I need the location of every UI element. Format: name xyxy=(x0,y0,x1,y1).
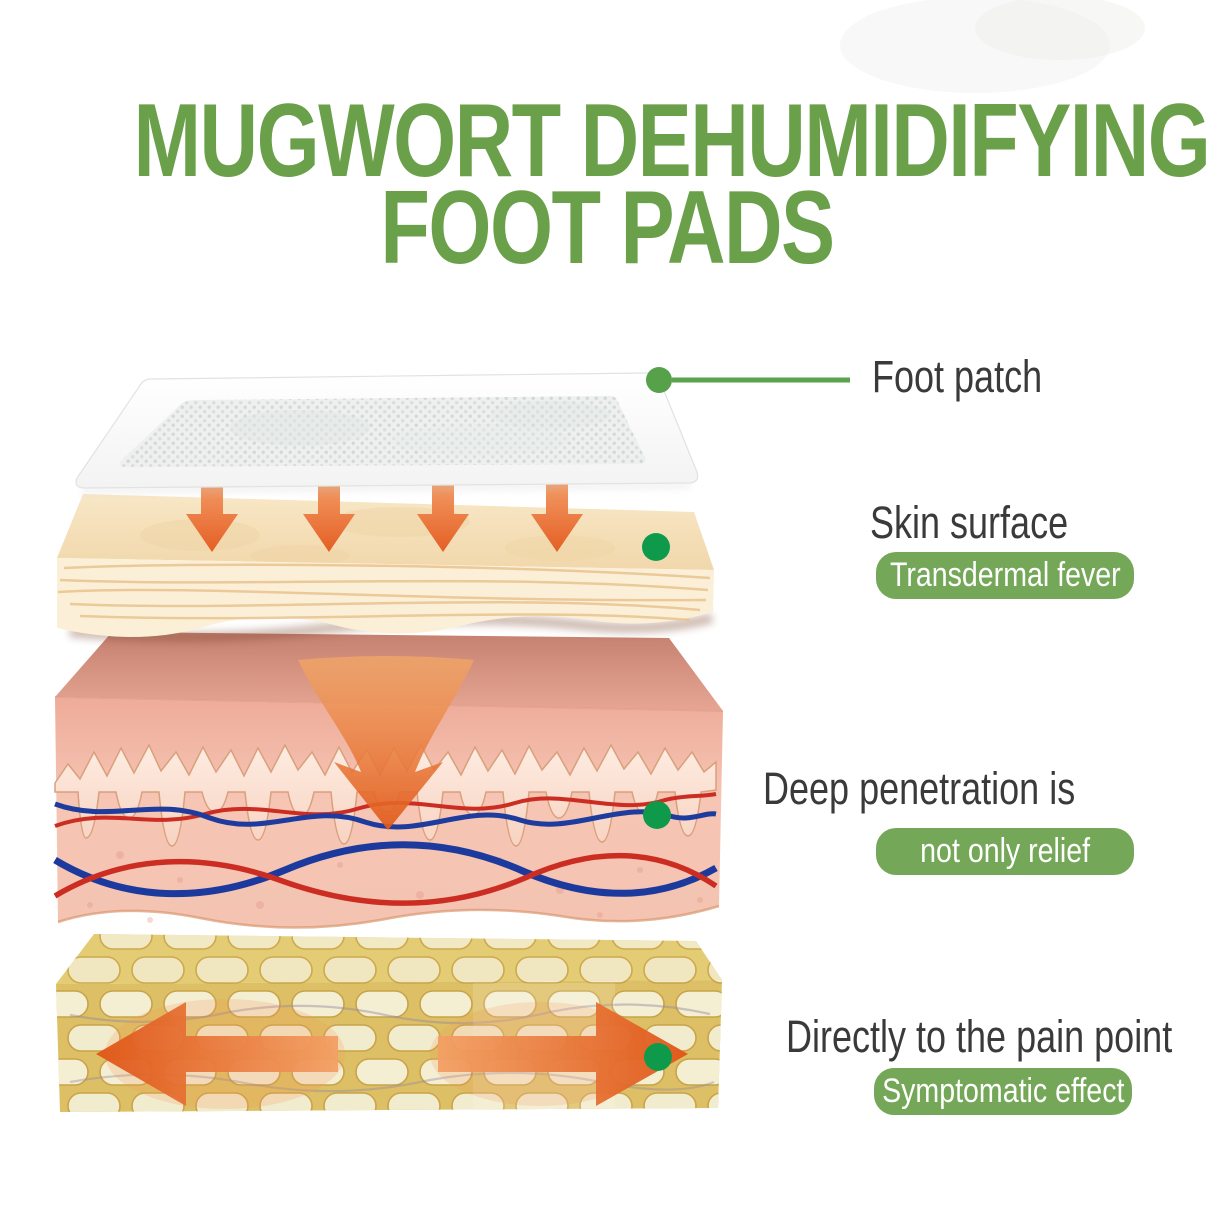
heat-arrow-icon xyxy=(531,470,583,552)
leader-dot-foot-patch xyxy=(646,367,672,393)
leader-lines xyxy=(642,367,857,1071)
artery-red xyxy=(53,852,718,906)
heat-arrows xyxy=(186,470,583,552)
label-pain-point: Directly to the pain point xyxy=(786,1011,1173,1062)
skin-pores xyxy=(87,851,703,923)
dermis-layer xyxy=(53,632,724,929)
leader-dot-deep-penetration xyxy=(643,801,671,829)
heat-arrow-icon xyxy=(303,470,355,552)
heat-arrow-icon xyxy=(417,470,469,552)
foot-patch-graphic xyxy=(75,372,699,492)
leader-dot-pain-point xyxy=(644,1043,672,1071)
leader-dot-skin-surface xyxy=(642,533,670,561)
label-deep-penetration: Deep penetration is xyxy=(763,763,1076,814)
spread-arrow-right-icon xyxy=(438,1002,688,1106)
faint-gray-artifact xyxy=(840,0,1145,93)
fat-fiber-squiggle xyxy=(69,1071,715,1093)
label-foot-patch: Foot patch xyxy=(872,351,1043,402)
title-line-2: FOOT PADS xyxy=(380,170,835,287)
skin-top-blotches xyxy=(140,507,615,567)
label-skin-surface: Skin surface xyxy=(870,497,1069,548)
spread-arrow-left-icon xyxy=(96,1002,338,1106)
heat-arrow-icon xyxy=(186,470,238,552)
vein-blue xyxy=(53,841,718,898)
skin-surface-layer xyxy=(57,494,714,637)
patch-mesh-shading xyxy=(230,401,610,456)
skin-grain-lines xyxy=(57,563,711,622)
subcutaneous-fat-layer xyxy=(56,934,722,1112)
badge-transdermal-fever: Transdermal fever xyxy=(876,552,1134,599)
penetration-arrow-icon xyxy=(298,656,474,830)
badge-not-only-relief: not only relief xyxy=(876,828,1134,875)
title-line-1: MUGWORT DEHUMIDIFYING xyxy=(133,83,1211,199)
page-title: MUGWORT DEHUMIDIFYING FOOT PADS xyxy=(0,83,1214,287)
badge-symptomatic-effect: Symptomatic effect xyxy=(874,1068,1132,1115)
